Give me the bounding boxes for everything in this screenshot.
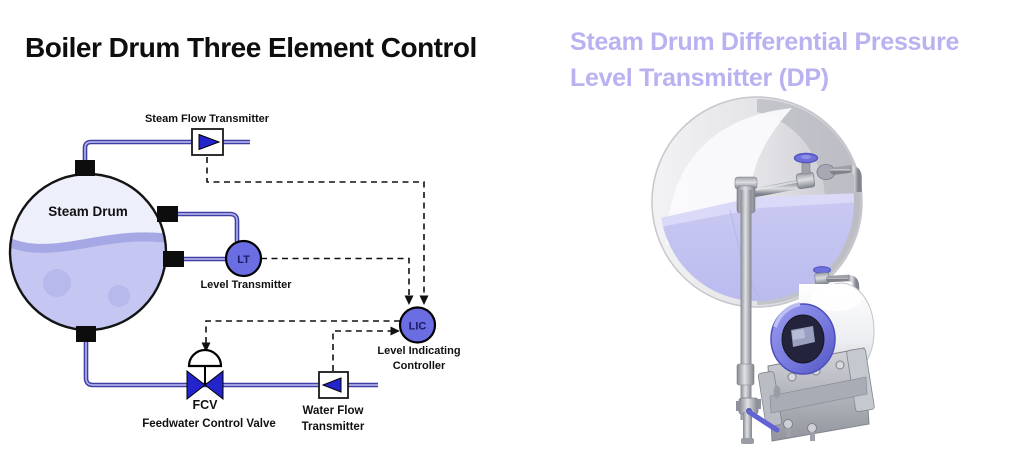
lt-impulse-pipe-upper <box>177 211 240 243</box>
impulse-piping <box>734 152 862 420</box>
valve-actuator-icon <box>187 348 223 368</box>
drum-nozzle-bottom <box>76 326 96 342</box>
bolt-icon <box>835 360 845 370</box>
flow-triangle-left-icon <box>321 377 342 393</box>
bubble-icon <box>43 269 71 297</box>
housing-highlight <box>811 287 861 311</box>
feedwater-pipe <box>83 338 378 388</box>
fcv-tag: FCV <box>193 398 219 412</box>
fcv-label: Feedwater Control Valve <box>142 418 276 430</box>
arrow-right-icon <box>390 326 400 336</box>
flow-triangle-right-icon <box>198 133 221 151</box>
steam-pipe <box>82 139 250 166</box>
drum-nozzle-top <box>75 160 95 176</box>
drain-ball-valve <box>736 397 780 444</box>
feedwater-control-valve: FCV Feedwater Control Valve <box>142 348 276 430</box>
steam-drum-3d <box>651 96 863 308</box>
steam-flow-transmitter-label: Steam Flow Transmitter <box>145 113 270 125</box>
drum-nozzle-right-lower <box>163 251 184 267</box>
right-title: Steam Drum Differential Pressure Level T… <box>570 24 1010 96</box>
steam-drum: Steam Drum <box>8 160 184 342</box>
bubble-icon <box>108 285 130 307</box>
dp-transmitter <box>736 282 875 444</box>
steam-drum-label: Steam Drum <box>48 204 128 219</box>
drum-nozzle-right-upper <box>157 206 178 222</box>
water-surface-wave <box>10 232 166 253</box>
lic-label-line1: Level Indicating <box>377 345 460 357</box>
drum-water <box>10 238 166 330</box>
valve-body-right-icon <box>204 369 224 401</box>
steam-flow-transmitter: Steam Flow Transmitter <box>145 113 270 156</box>
bolt-icon <box>783 419 793 429</box>
lower-tap-valve <box>813 266 860 300</box>
upper-tap-valve <box>793 152 819 190</box>
standpipe <box>734 176 758 420</box>
bolt-icon <box>807 423 817 433</box>
lic-tag: LIC <box>409 321 427 333</box>
water-flow-transmitter-label2: Transmitter <box>302 421 365 433</box>
level-indicating-controller: LIC Level Indicating Controller <box>377 306 461 372</box>
level-transmitter: LT Level Transmitter <box>200 239 292 291</box>
arrow-down-icon <box>404 295 414 305</box>
signal-lines <box>201 157 429 371</box>
valve-lever-icon <box>746 409 780 433</box>
dp-transmitter-illustration <box>651 96 875 444</box>
water-flow-transmitter-label1: Water Flow <box>303 405 364 417</box>
display-bezel <box>770 302 836 375</box>
lic-label-line2: Controller <box>393 360 446 372</box>
lt-tag: LT <box>237 254 250 266</box>
left-title: Boiler Drum Three Element Control <box>25 32 477 63</box>
three-element-control-diagram: Steam Drum Steam Flow Transmitter L <box>8 113 461 433</box>
bolt-icon <box>787 372 797 382</box>
right-title-line2: Level Transmitter (DP) <box>570 64 829 92</box>
water-flow-transmitter: Water Flow Transmitter <box>302 371 365 433</box>
valve-handwheel-icon <box>813 266 831 274</box>
valve-body-left-icon <box>186 369 206 401</box>
level-transmitter-label: Level Transmitter <box>200 279 292 291</box>
right-title-line1: Steam Drum Differential Pressure <box>570 28 960 56</box>
arrow-down-icon <box>201 342 211 352</box>
arrow-down-icon <box>419 295 429 305</box>
